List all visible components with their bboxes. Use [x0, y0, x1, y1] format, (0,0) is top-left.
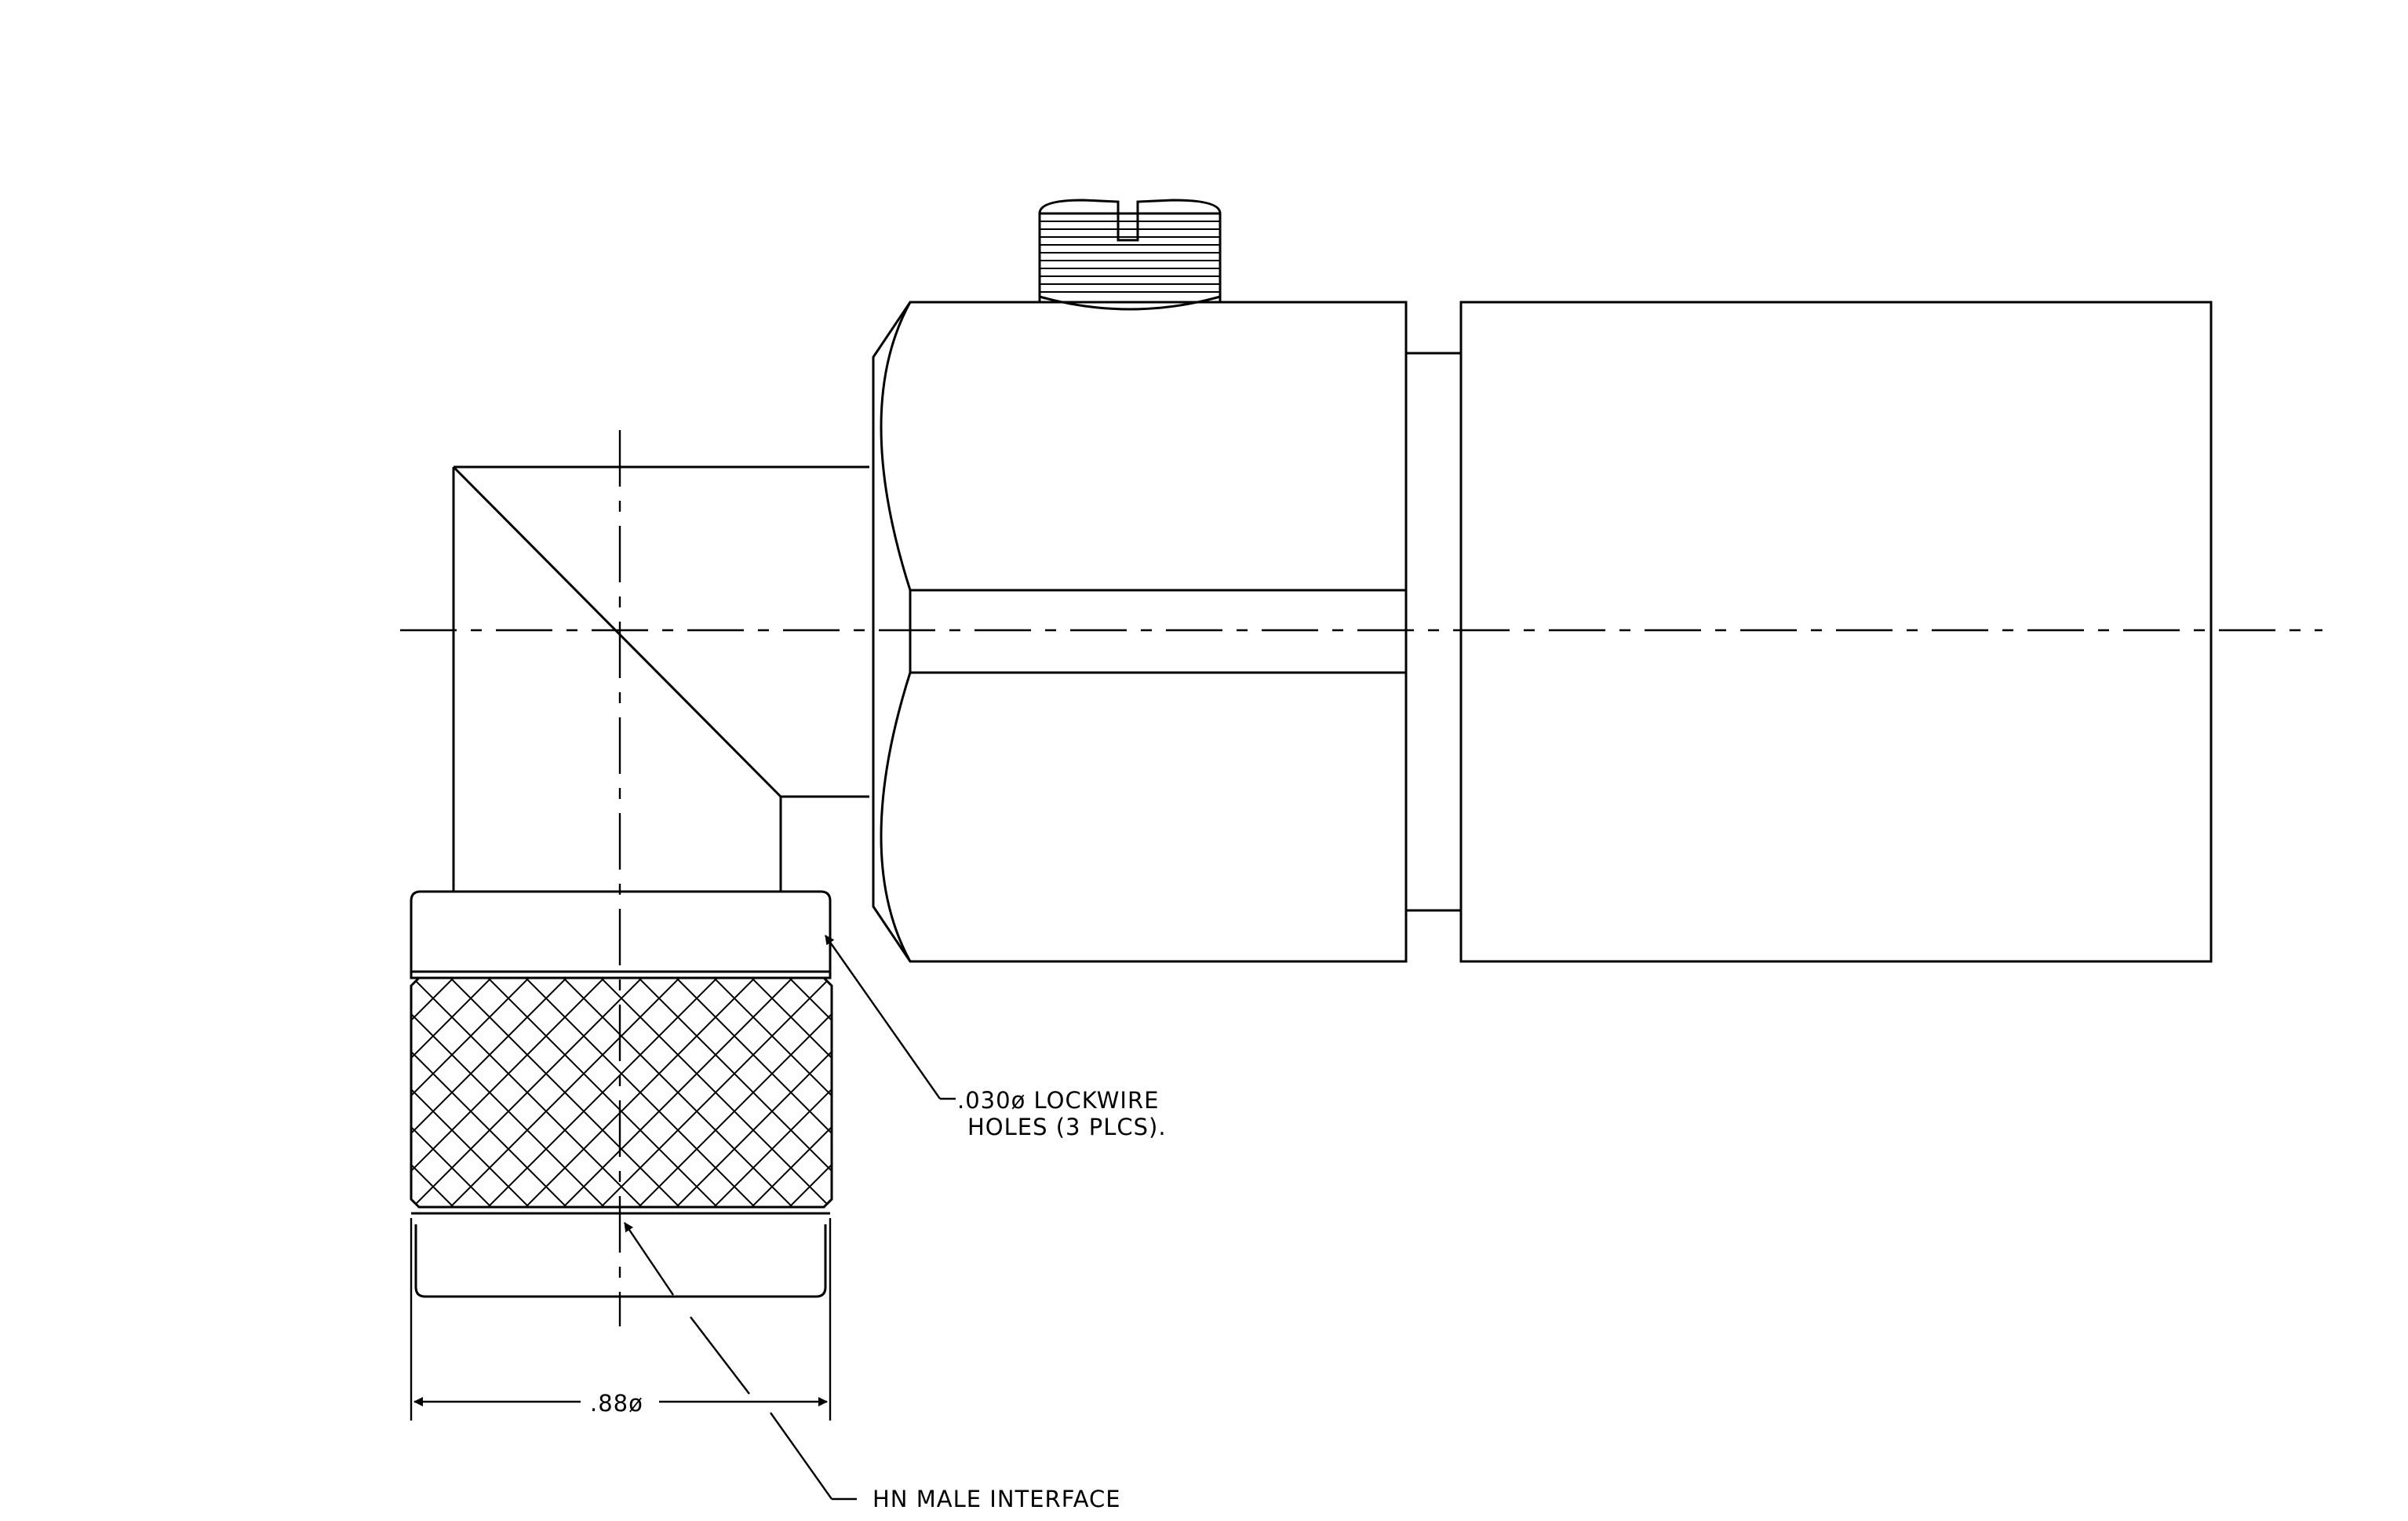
knurled-coupling-nut — [410, 976, 833, 1209]
cable-clamp-body — [1459, 301, 2213, 963]
coupling-ring-lower — [411, 1212, 830, 1298]
interface-label: HN MALE INTERFACE — [872, 1486, 1121, 1512]
screw-threads — [1039, 221, 1221, 311]
lockwire-leader — [825, 935, 956, 1100]
diameter-dimension — [410, 1218, 832, 1421]
lockwire-screw — [1038, 199, 1222, 311]
body-neck — [1406, 352, 1461, 912]
lockwire-label-line2: HOLES (3 PLCS). — [967, 1114, 1167, 1140]
elbow-body — [452, 465, 869, 892]
diameter-label: .88ø — [590, 1390, 643, 1417]
hex-nut — [872, 301, 1408, 963]
lockwire-label-line1: .030ø LOCKWIRE — [957, 1087, 1159, 1114]
coupling-ring-upper — [410, 890, 832, 979]
interface-leader — [624, 1222, 857, 1501]
